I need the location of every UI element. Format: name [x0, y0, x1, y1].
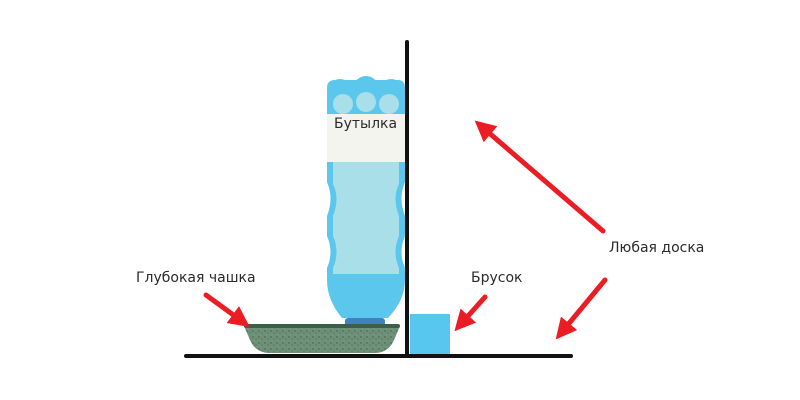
- deep-cup: [244, 326, 400, 353]
- arrow-to-cup: [203, 292, 250, 327]
- bottle-label: Бутылка: [334, 116, 398, 132]
- bottle-bump-inner-left: [333, 94, 353, 114]
- bottle-label-band: [327, 114, 405, 162]
- arrow-to-vertical-board: [474, 120, 606, 234]
- bottle-bump-inner-right: [379, 94, 399, 114]
- bottle: [327, 76, 405, 328]
- deep-cup-rim: [244, 324, 400, 328]
- block: [410, 314, 450, 354]
- block-label: Брусок: [471, 270, 523, 286]
- board-label: Любая доска: [609, 240, 705, 256]
- bottle-bump-inner-mid: [356, 92, 376, 112]
- arrow-to-ground-board: [555, 277, 608, 340]
- bottle-water: [333, 162, 399, 274]
- cup-label: Глубокая чашка: [136, 270, 256, 286]
- arrow-to-block: [454, 294, 488, 332]
